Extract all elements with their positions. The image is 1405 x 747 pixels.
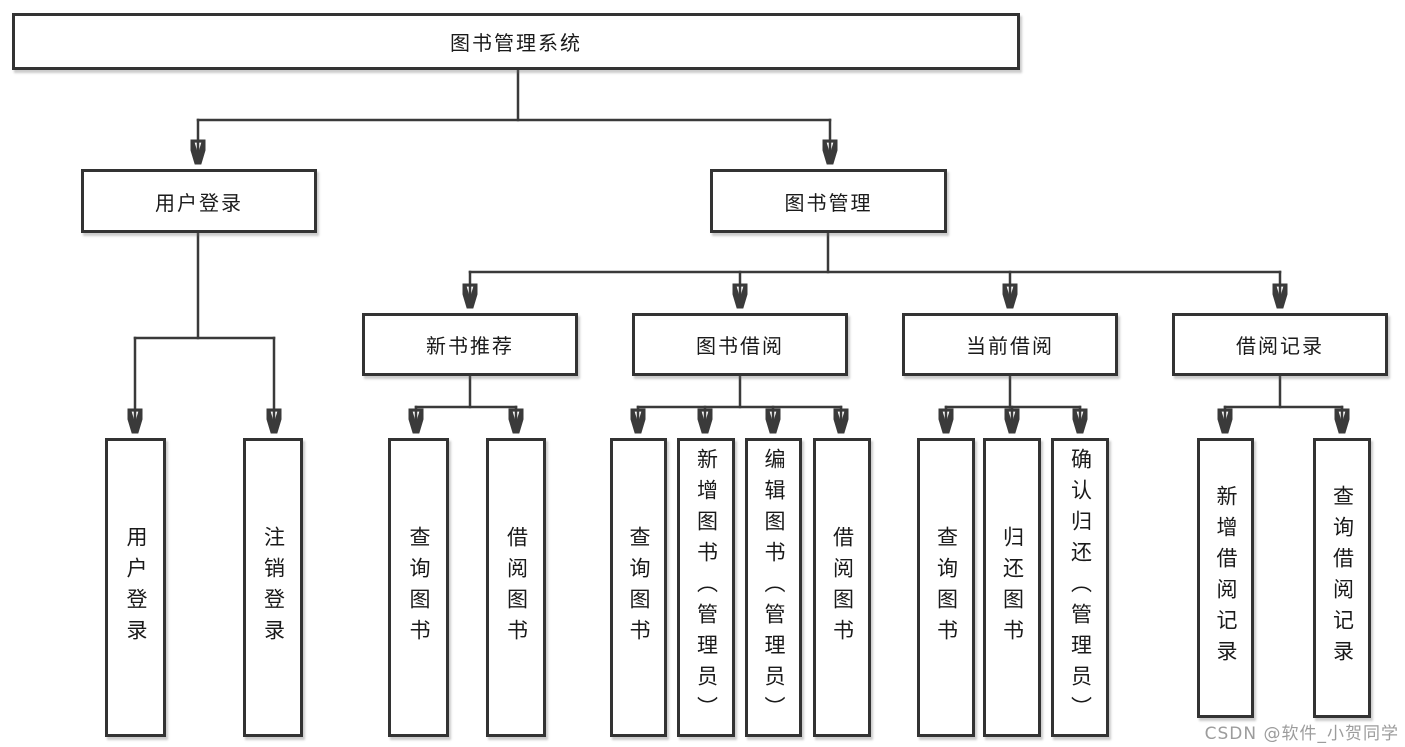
leaf-query-books-borrow: 查询图书 — [610, 438, 667, 737]
leaf-add-borrow-record: 新增借阅记录 — [1197, 438, 1254, 718]
leaf-add-books-admin-label: 新增图书（管理员） — [694, 448, 719, 727]
node-book-management: 图书管理 — [710, 169, 947, 233]
node-book-borrow: 图书借阅 — [632, 313, 848, 376]
node-book-management-label: 图书管理 — [784, 190, 873, 215]
node-new-book-recommend: 新书推荐 — [362, 313, 578, 376]
leaf-query-books-borrow-label: 查询图书 — [627, 525, 651, 650]
leaf-add-borrow-record-label: 新增借阅记录 — [1214, 485, 1238, 671]
leaf-query-borrow-record: 查询借阅记录 — [1313, 438, 1371, 718]
node-current-borrow-label: 当前借阅 — [966, 334, 1054, 358]
leaf-borrow-books-recommend: 借阅图书 — [486, 438, 546, 737]
leaf-return-books-label: 归还图书 — [1000, 525, 1025, 650]
leaf-query-books-recommend-label: 查询图书 — [407, 525, 431, 650]
leaf-logout: 注销登录 — [243, 438, 303, 737]
csdn-watermark: CSDN @软件_小贺同学 — [1204, 724, 1399, 744]
leaf-logout-label: 注销登录 — [261, 525, 286, 650]
leaf-borrow-books-recommend-label: 借阅图书 — [504, 525, 529, 650]
node-user-login: 用户登录 — [81, 169, 317, 233]
leaf-borrow-books: 借阅图书 — [813, 438, 871, 737]
node-library-management-system-label: 图书管理系统 — [450, 31, 582, 55]
node-new-book-recommend-label: 新书推荐 — [426, 334, 514, 358]
leaf-query-borrow-record-label: 查询借阅记录 — [1330, 485, 1355, 671]
leaf-edit-books-admin-label: 编辑图书（管理员） — [762, 448, 786, 727]
leaf-query-books-current-label: 查询图书 — [934, 525, 959, 650]
leaf-edit-books-admin: 编辑图书（管理员） — [745, 438, 802, 737]
node-user-login-label: 用户登录 — [155, 190, 243, 215]
node-current-borrow: 当前借阅 — [902, 313, 1118, 376]
leaf-confirm-return-admin-label: 确认归还（管理员） — [1068, 448, 1093, 727]
node-borrow-records: 借阅记录 — [1172, 313, 1388, 376]
leaf-user-login: 用户登录 — [105, 438, 166, 737]
node-borrow-records-label: 借阅记录 — [1236, 334, 1324, 358]
node-book-borrow-label: 图书借阅 — [696, 334, 784, 358]
leaf-borrow-books-label: 借阅图书 — [830, 525, 855, 650]
leaf-confirm-return-admin: 确认归还（管理员） — [1051, 438, 1109, 737]
leaf-query-books-recommend: 查询图书 — [388, 438, 449, 737]
leaf-return-books: 归还图书 — [983, 438, 1041, 737]
node-library-management-system: 图书管理系统 — [12, 13, 1020, 70]
leaf-user-login-label: 用户登录 — [124, 525, 148, 650]
leaf-query-books-current: 查询图书 — [917, 438, 975, 737]
leaf-add-books-admin: 新增图书（管理员） — [677, 438, 735, 737]
